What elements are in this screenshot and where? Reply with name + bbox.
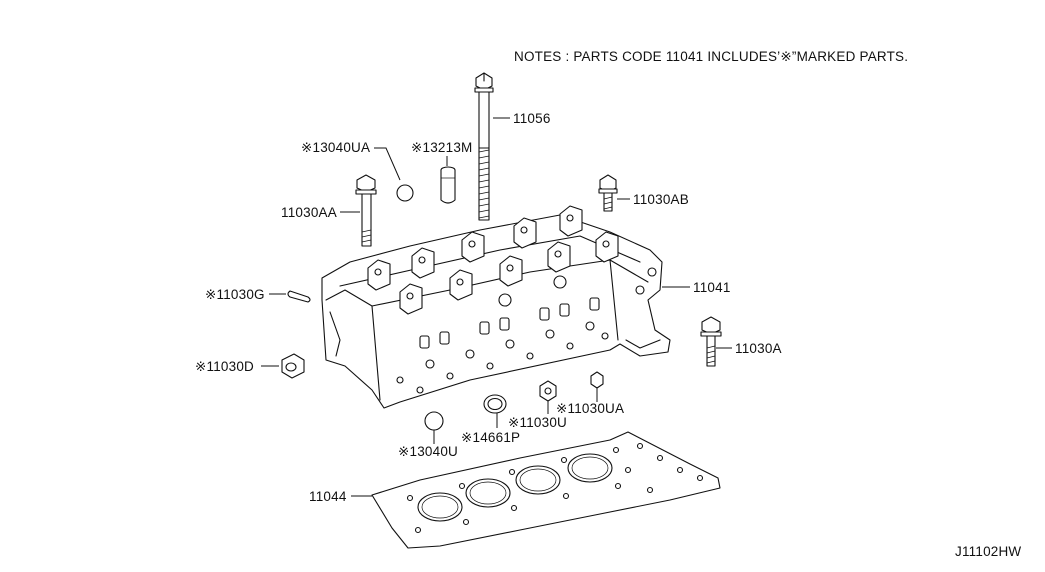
nut-11030UA xyxy=(590,371,604,389)
dowel-pin-11030G xyxy=(287,290,311,303)
plug-13040UA xyxy=(396,184,414,202)
callout-14661P: ※14661P xyxy=(461,430,520,445)
bolt-11030A xyxy=(700,316,722,367)
head-gasket-11044 xyxy=(371,431,721,549)
callout-11056: 11056 xyxy=(513,111,551,126)
callout-13213M: ※13213M xyxy=(411,140,473,155)
nut-11030U xyxy=(539,380,557,402)
seal-ring-14661P xyxy=(483,394,507,414)
diagram-code: J11102HW xyxy=(955,544,1021,559)
head-bolt-11056 xyxy=(474,72,494,221)
callout-11030AB: 11030AB xyxy=(633,192,689,207)
callout-11030AA: 11030AA xyxy=(281,205,337,220)
bolt-11030AA xyxy=(355,174,377,247)
bolt-11030AB xyxy=(598,174,618,212)
callout-11041: 11041 xyxy=(693,280,731,295)
callout-11044: 11044 xyxy=(309,489,347,504)
plug-11030D xyxy=(281,353,305,379)
callout-11030D: ※11030D xyxy=(195,359,254,374)
callout-11030UA: ※11030UA xyxy=(556,401,624,416)
notes-text: NOTES : PARTS CODE 11041 INCLUDES’※”MARK… xyxy=(514,49,908,64)
callout-11030G: ※11030G xyxy=(205,287,265,302)
cylinder-head-11041 xyxy=(321,205,671,409)
callout-13040UA: ※13040UA xyxy=(301,140,370,155)
callout-13040U: ※13040U xyxy=(398,444,458,459)
callout-11030A: 11030A xyxy=(735,341,782,356)
plug-13040U xyxy=(424,411,444,431)
sleeve-13213M xyxy=(440,166,456,204)
callout-11030U: ※11030U xyxy=(508,415,567,430)
